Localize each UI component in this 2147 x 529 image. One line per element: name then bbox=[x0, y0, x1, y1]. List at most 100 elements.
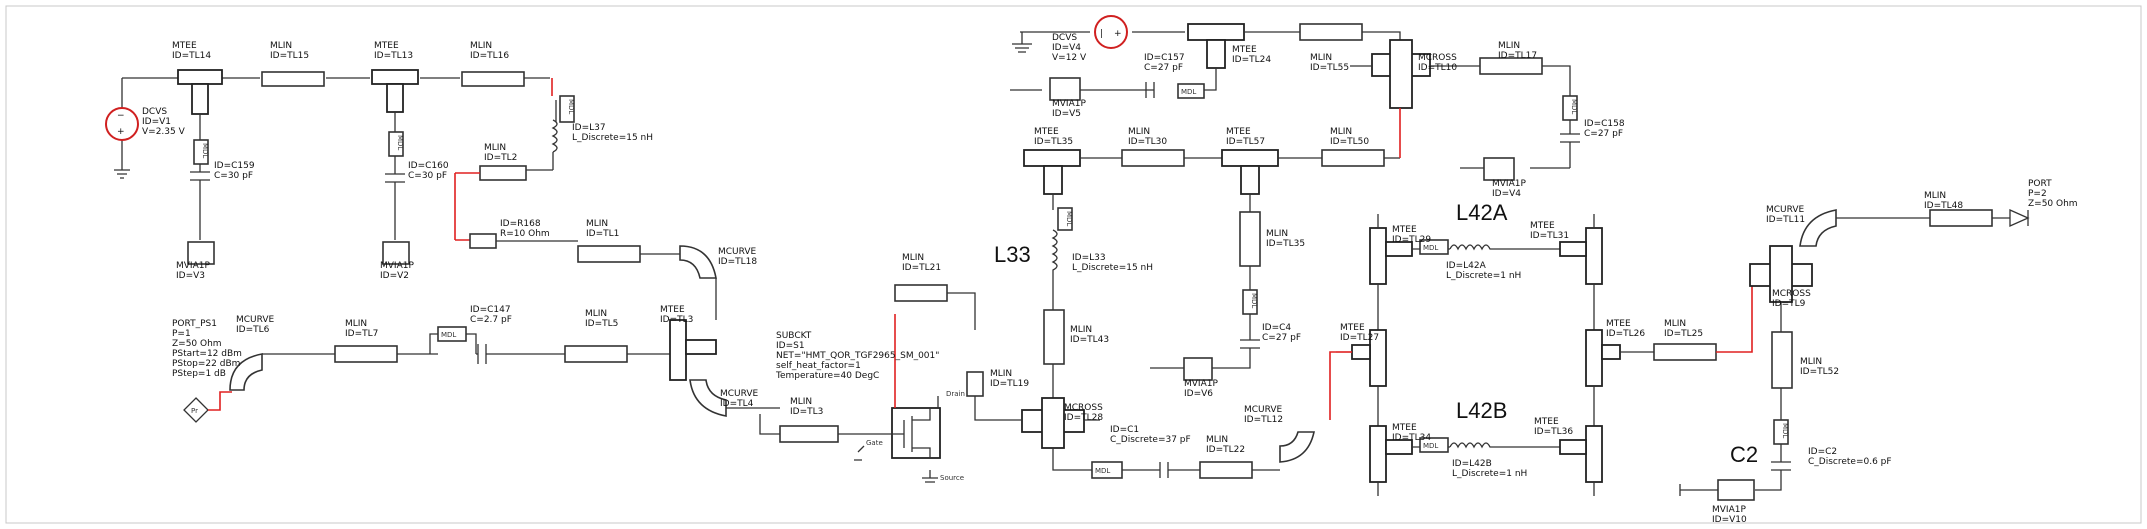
label-line: ID=L42A bbox=[1446, 261, 1487, 271]
mtee-tl35[interactable] bbox=[1023, 149, 1081, 195]
mlin-tl21[interactable] bbox=[894, 284, 948, 302]
mvia-v6[interactable] bbox=[1183, 357, 1213, 381]
svg-text:|: | bbox=[1100, 29, 1103, 39]
resistor-r168[interactable] bbox=[469, 233, 497, 249]
mlin-tl5[interactable] bbox=[564, 345, 628, 363]
mvia-v4-right[interactable] bbox=[1483, 157, 1515, 181]
mlin-tl22[interactable] bbox=[1199, 461, 1253, 479]
label-line: ID=V2 bbox=[380, 271, 409, 281]
label-line: ID=TL13 bbox=[374, 51, 413, 61]
mlin-tl2[interactable] bbox=[479, 165, 527, 181]
pin-drain: Drain bbox=[946, 390, 965, 398]
mdl-block-l37 bbox=[559, 95, 575, 123]
label-line: ID=TL25 bbox=[1664, 329, 1703, 339]
mtee-tl14[interactable] bbox=[177, 69, 223, 115]
label-line: L_Discrete=15 nH bbox=[572, 133, 653, 143]
mlin-tl16[interactable] bbox=[461, 71, 525, 87]
mlin-tl35-vert[interactable] bbox=[1239, 211, 1261, 267]
label-line: ID=C147 bbox=[470, 305, 511, 315]
mlin-tl50[interactable] bbox=[1321, 149, 1385, 167]
mlin-tl30[interactable] bbox=[1121, 149, 1185, 167]
balanced-network: MDL MDL bbox=[1336, 214, 1753, 496]
mlin-tl1[interactable] bbox=[577, 245, 641, 263]
dcvs-v4-source[interactable]: |+ bbox=[1094, 15, 1128, 49]
mvia-v3[interactable] bbox=[187, 241, 215, 265]
label-l42a: L42A bbox=[1456, 200, 1508, 225]
mtee-tl13[interactable] bbox=[371, 69, 419, 113]
label-line: PStep=1 dB bbox=[172, 369, 226, 379]
port-ps1[interactable]: Pr bbox=[183, 397, 209, 423]
mdl-tag: MDL bbox=[1423, 244, 1438, 252]
output-network: MDL bbox=[1679, 208, 2030, 501]
inductor-l42b[interactable] bbox=[1449, 442, 1560, 449]
inductor-l33[interactable] bbox=[1051, 229, 1058, 310]
label-line: ID=TL3 bbox=[790, 407, 823, 417]
label-line: MLIN bbox=[1800, 357, 1822, 367]
mlin-tl3b[interactable] bbox=[779, 425, 839, 443]
label-line: PORT_PS1 bbox=[172, 319, 217, 329]
mlin-tl7[interactable] bbox=[334, 345, 398, 363]
mcurve-tl4[interactable] bbox=[689, 379, 727, 417]
label-line: ID=TL9 bbox=[1772, 299, 1806, 309]
inductor-l37[interactable] bbox=[551, 119, 558, 153]
label-line: ID=TL18 bbox=[718, 257, 757, 267]
port-p2[interactable] bbox=[2009, 208, 2030, 228]
mlin-tl52[interactable] bbox=[1771, 331, 1793, 389]
label-line: MTEE bbox=[1226, 127, 1251, 137]
transistor-subckt[interactable] bbox=[854, 407, 941, 483]
mdl-tag: MDL bbox=[1781, 423, 1789, 438]
label-line: Z=50 Ohm bbox=[2028, 199, 2078, 209]
label-line: ID=S1 bbox=[776, 341, 805, 351]
mcurve-tl18[interactable] bbox=[679, 245, 717, 279]
label-line: MTEE bbox=[1340, 323, 1365, 333]
mlin-tl55[interactable] bbox=[1299, 23, 1363, 41]
label-line: MTEE bbox=[1606, 319, 1631, 329]
mcross-tl28[interactable] bbox=[1021, 397, 1085, 449]
mcurve-tl12[interactable] bbox=[1279, 431, 1315, 463]
label-line: ID=C160 bbox=[408, 161, 449, 171]
mlin-tl48[interactable] bbox=[1929, 209, 1993, 227]
label-line: P=2 bbox=[2028, 189, 2047, 199]
label-line: P=1 bbox=[172, 329, 191, 339]
mtee-tl57[interactable] bbox=[1221, 149, 1279, 195]
label-line: ID=R168 bbox=[500, 219, 541, 229]
mdl-tag: MDL bbox=[1423, 442, 1438, 450]
inductor-l42a[interactable] bbox=[1449, 244, 1560, 251]
mvia-v5[interactable] bbox=[1049, 77, 1081, 101]
mlin-tl43[interactable] bbox=[1043, 309, 1065, 365]
mlin-tl19[interactable] bbox=[966, 371, 984, 397]
label-l33: L33 bbox=[994, 242, 1031, 267]
mcross-tl9[interactable] bbox=[1749, 245, 1813, 303]
mvia-v10[interactable] bbox=[1717, 479, 1755, 501]
mtee-tl36[interactable] bbox=[1559, 425, 1603, 483]
mtee-tl3[interactable] bbox=[669, 319, 717, 381]
mtee-tl34[interactable] bbox=[1369, 425, 1413, 483]
mlin-tl25[interactable] bbox=[1653, 343, 1717, 361]
mtee-tl29[interactable] bbox=[1369, 227, 1413, 285]
label-line: ID=TL10 bbox=[1418, 63, 1457, 73]
label-line: V=2.35 V bbox=[142, 127, 186, 137]
mtee-tl26[interactable] bbox=[1585, 329, 1621, 387]
label-c2: C2 bbox=[1730, 442, 1758, 467]
dcvs-v1-source[interactable]: −+ bbox=[105, 107, 139, 141]
mvia-v2[interactable] bbox=[382, 241, 410, 265]
label-line: MLIN bbox=[270, 41, 292, 51]
mlin-tl15[interactable] bbox=[261, 71, 325, 87]
mcurve-tl11[interactable] bbox=[1799, 209, 1837, 247]
mcross-tl10[interactable] bbox=[1371, 39, 1431, 109]
pin-source: Source bbox=[940, 474, 964, 482]
mtee-tl27[interactable] bbox=[1351, 329, 1387, 387]
mcurve-tl6[interactable] bbox=[229, 353, 263, 391]
